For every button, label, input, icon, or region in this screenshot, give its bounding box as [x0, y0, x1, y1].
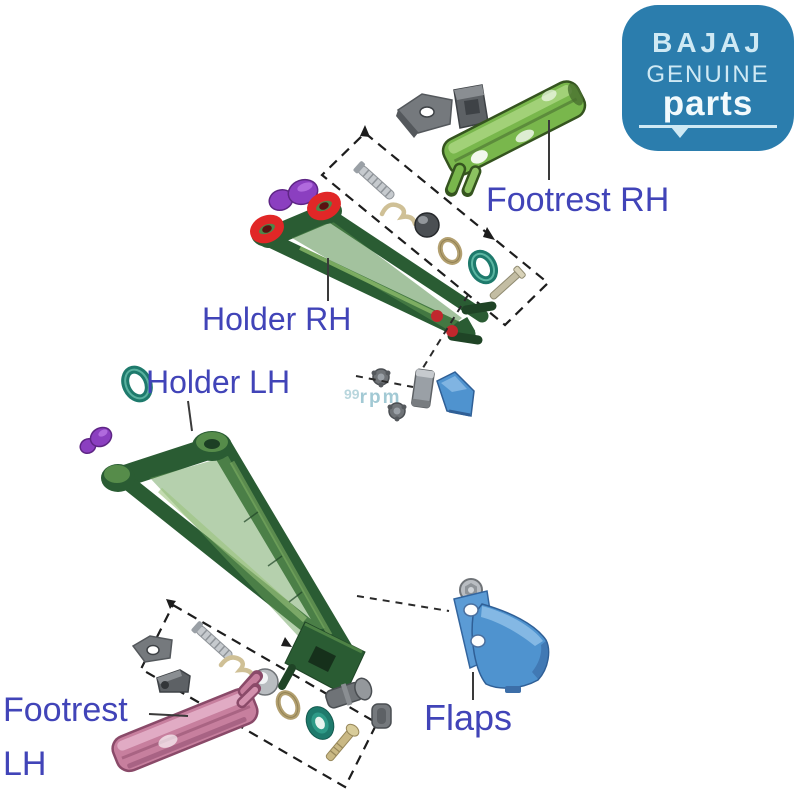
pin-bolt-rh [489, 265, 526, 300]
label-holder-lh: Holder LH [146, 364, 291, 400]
red-dot [431, 310, 443, 322]
oring-teal-mid [121, 365, 153, 403]
grommet-teal-lh [305, 706, 335, 740]
spring-pin-lh [191, 621, 233, 660]
oring-teal-rh [467, 249, 499, 285]
oring-gold-lh [275, 690, 301, 720]
logo-underline [639, 124, 777, 138]
bushing-red-rings [250, 191, 341, 244]
spring-pin-rh [353, 161, 395, 200]
logo-brand-text: BAJAJ [652, 26, 764, 58]
leader-holder-lh [187, 400, 193, 432]
fork-prong [461, 301, 497, 315]
flap-large-group [453, 578, 550, 693]
arrow-diagonal-icon [483, 227, 495, 240]
hook-clip-lh [218, 655, 256, 681]
bracket-plate-lh [131, 635, 173, 663]
holder-lh-part [101, 431, 366, 696]
leader-flap-small [420, 294, 469, 372]
leader-flap-large [356, 595, 450, 612]
spacer-cylinder [411, 368, 435, 409]
arrow-up-icon [360, 125, 370, 137]
rubber-mount-lh [325, 677, 373, 709]
label-footrest-rh: Footrest RH [486, 181, 670, 219]
bajaj-genuine-parts-logo: BAJAJ GENUINE parts [622, 5, 794, 151]
red-dot [446, 325, 458, 337]
bracket-block-lh [156, 669, 191, 693]
leader-footrest-lh [148, 713, 189, 717]
bracket-plate-rh [396, 93, 453, 138]
bolt-purple-lh [79, 426, 113, 455]
watermark: 99rpm [344, 386, 402, 409]
footrest-rh-part [441, 80, 587, 197]
cap-gray-lh [371, 703, 392, 729]
logo-parts-text: parts [662, 83, 754, 123]
label-footrest-lh-line1: Footrest [3, 691, 128, 729]
hook-clip-rh [379, 202, 418, 227]
holder-rh-part [250, 191, 497, 345]
leader-bolts-small [355, 375, 414, 388]
bolt-small [387, 402, 407, 422]
leader-lines [148, 120, 550, 717]
oring-gold-rh [437, 237, 463, 265]
down-triangle-icon [671, 126, 689, 138]
grommet-purple-rh [268, 178, 319, 212]
hardware-box-rh [320, 125, 550, 327]
watermark-text: rpm [359, 387, 402, 408]
logo-genuine-text: GENUINE [646, 60, 770, 88]
label-flaps: Flaps [424, 697, 513, 738]
footrest-lh-part [111, 670, 264, 773]
fork-prong [447, 331, 483, 345]
flap-large-part [453, 590, 550, 693]
flap-small-group [371, 368, 475, 422]
arrow-diagonal-icon [281, 637, 292, 647]
watermark-prefix: 99 [344, 386, 360, 402]
flap-small-part [436, 371, 475, 417]
bolt-gold-lh [325, 723, 360, 762]
label-footrest-lh-line2: LH [3, 745, 47, 783]
label-holder-rh: Holder RH [202, 301, 352, 337]
bracket-block-rh [453, 84, 489, 129]
bolt-small [371, 368, 391, 388]
arrow-upleft-icon [166, 599, 176, 609]
dashed-leaders [355, 294, 469, 612]
nut-dark-rh [414, 212, 440, 238]
